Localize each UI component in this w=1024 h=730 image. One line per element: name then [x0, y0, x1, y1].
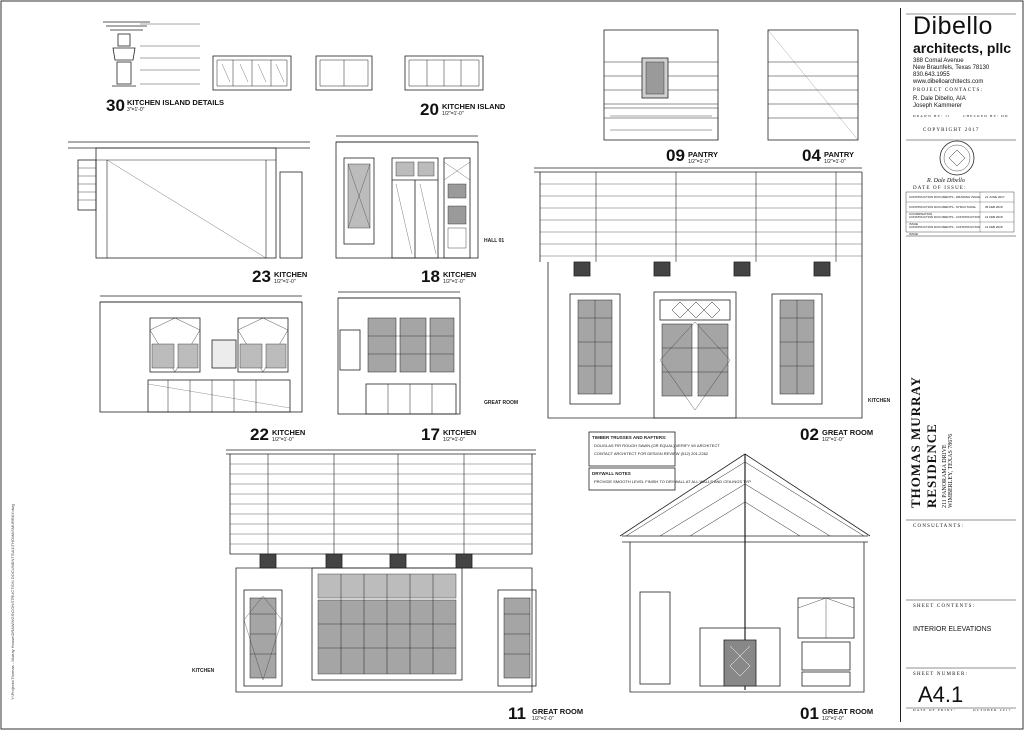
- print-date: OCTOBER 2017: [973, 708, 1012, 712]
- notes-box-drywall: [588, 467, 676, 491]
- notes-trusses-line-2: CONTACT ARCHITECT FOR DESIGN REVIEW (512…: [594, 451, 709, 456]
- detail-17-number: 17: [421, 425, 440, 444]
- issue-4-desc: CONSTRUCTION DOCUMENTS - CONSTRUCTION IS…: [909, 225, 981, 236]
- detail-01-title: GREAT ROOM: [822, 707, 874, 716]
- notes-trusses-heading: TIMBER TRUSSES AND RAFTERS:: [592, 435, 667, 440]
- detail-18-scale: 1/2"=1'-0": [443, 279, 465, 285]
- room-tag-hall-01: HALL 01: [484, 238, 505, 244]
- firm-address-4: www.dibelloarchitects.com: [913, 79, 984, 85]
- issue-4-date: 21 FEB 2018: [985, 225, 1003, 229]
- firm-name: Dibello: [913, 12, 993, 40]
- detail-02-number: 02: [800, 425, 819, 444]
- detail-04-scale: 1/2"=1'-0": [824, 159, 846, 165]
- detail-11-title: GREAT ROOM: [532, 707, 584, 716]
- issue-3-date: 21 FEB 2018: [985, 215, 1003, 219]
- firm-subname: architects, pllc: [913, 40, 1012, 56]
- sheet-contents-heading: SHEET CONTENTS:: [913, 604, 976, 609]
- detail-20-number: 20: [420, 100, 439, 119]
- contact-2: Joseph Kammerer: [913, 103, 963, 109]
- detail-30-scale: 3"=1'-0": [127, 107, 145, 113]
- title-block: Dibello architects, pllc 388 Comal Avenu…: [900, 8, 1017, 722]
- detail-02-scale: 1/2"=1'-0": [822, 437, 844, 443]
- issue-2-date: 05 FEB 2018: [985, 205, 1003, 209]
- issue-2-desc: CONSTRUCTION DOCUMENTS - STRUCTURAL COOR…: [909, 205, 977, 216]
- detail-01-scale: 1/2"=1'-0": [822, 716, 844, 722]
- detail-09-scale: 1/2"=1'-0": [688, 159, 710, 165]
- detail-02-title: GREAT ROOM: [822, 428, 874, 437]
- detail-22-kitchen-drawing: [99, 295, 303, 413]
- project-city: WIMBERLEY, TEXAS 78676: [948, 433, 954, 508]
- detail-09-title: PANTRY: [688, 150, 718, 159]
- detail-18-number: 18: [421, 267, 440, 286]
- detail-17-scale: 1/2"=1'-0": [443, 437, 465, 443]
- file-path: Y:\Projects\Thomas - Murray House\DRAWIN…: [10, 504, 15, 700]
- firm-address-1: 388 Comal Avenue: [913, 58, 964, 64]
- project-name-1: THOMAS MURRAY: [908, 375, 923, 508]
- detail-23-number: 23: [252, 267, 271, 286]
- detail-20-scale: 1/2"=1'-0": [442, 111, 464, 117]
- copyright: COPYRIGHT 2017: [923, 128, 980, 133]
- contacts-heading: PROJECT CONTACTS:: [913, 88, 984, 93]
- project-name-block: THOMAS MURRAY RESIDENCE 211 PANORAMA DRI…: [908, 376, 954, 508]
- detail-11-scale: 1/2"=1'-0": [532, 716, 554, 722]
- notes-trusses-line-1: DOUGLAS FIR ROUGH SAWN (OR EQUAL) VERIFY…: [594, 443, 720, 448]
- detail-09-pantry-drawing: [603, 29, 719, 141]
- sheet-number-heading: SHEET NUMBER:: [913, 672, 969, 677]
- notes-box-trusses: [588, 431, 676, 467]
- detail-30-number: 30: [106, 96, 125, 115]
- sheet-number: A4.1: [918, 682, 964, 707]
- detail-11-number: 11: [508, 704, 526, 723]
- checked-by: CHECKED BY: DD: [963, 114, 1009, 118]
- detail-11-great-room-drawing: [226, 449, 537, 693]
- detail-22-scale: 1/2"=1'-0": [272, 437, 294, 443]
- detail-18-kitchen-drawing: [335, 135, 479, 259]
- issue-1-desc: CONSTRUCTION DOCUMENTS - DRAWING ISSUE: [909, 195, 981, 199]
- contact-1: R. Dale Dibello, AIA: [913, 96, 966, 102]
- detail-23-title: KITCHEN: [274, 270, 308, 279]
- date-of-issue-heading: DATE OF ISSUE:: [913, 186, 967, 191]
- room-tag-kitchen-1: KITCHEN: [868, 398, 891, 404]
- drawn-by: DRAWN BY: JJ: [913, 114, 951, 118]
- issue-1-date: 21 JUNE 2017: [985, 195, 1005, 199]
- room-tag-kitchen-2: KITCHEN: [192, 668, 215, 674]
- detail-04-title: PANTRY: [824, 150, 854, 159]
- detail-01-great-room-drawing: [619, 453, 871, 693]
- detail-04-number: 04: [802, 146, 821, 165]
- date-of-print: DATE OF PRINT:: [913, 708, 956, 712]
- detail-30-drawing: [103, 21, 484, 91]
- detail-22-title: KITCHEN: [272, 428, 306, 437]
- detail-01-number: 01: [800, 704, 819, 723]
- detail-17-title: KITCHEN: [443, 428, 477, 437]
- detail-23-kitchen-drawing: [68, 141, 310, 259]
- project-name-2: RESIDENCE: [924, 423, 939, 508]
- signature: R. Dale Dibello: [927, 178, 965, 184]
- notes-drywall-line-1: PROVIDE SMOOTH LEVEL FINISH TO DRYWALL A…: [594, 479, 752, 484]
- consultants-heading: CONSULTANTS:: [913, 524, 965, 529]
- issue-3-desc: CONSTRUCTION DOCUMENTS - CONSTRUCTION IS…: [909, 215, 981, 226]
- detail-18-title: KITCHEN: [443, 270, 477, 279]
- detail-20-title: KITCHEN ISLAND: [442, 102, 506, 111]
- firm-address-3: 830.643.1955: [913, 72, 950, 78]
- detail-17-kitchen-drawing: [337, 291, 461, 415]
- detail-04-pantry-drawing: [767, 29, 859, 141]
- room-tag-great-room: GREAT ROOM: [484, 400, 519, 406]
- detail-09-number: 09: [666, 146, 685, 165]
- notes-drywall-heading: DRYWALL NOTES: [592, 471, 631, 476]
- detail-23-scale: 1/2"=1'-0": [274, 279, 296, 285]
- firm-address-2: New Braunfels, Texas 78130: [913, 65, 990, 71]
- detail-02-great-room-drawing: [534, 167, 863, 419]
- detail-22-number: 22: [250, 425, 269, 444]
- detail-30-title: KITCHEN ISLAND DETAILS: [127, 98, 224, 107]
- sheet-contents: INTERIOR ELEVATIONS: [913, 626, 992, 633]
